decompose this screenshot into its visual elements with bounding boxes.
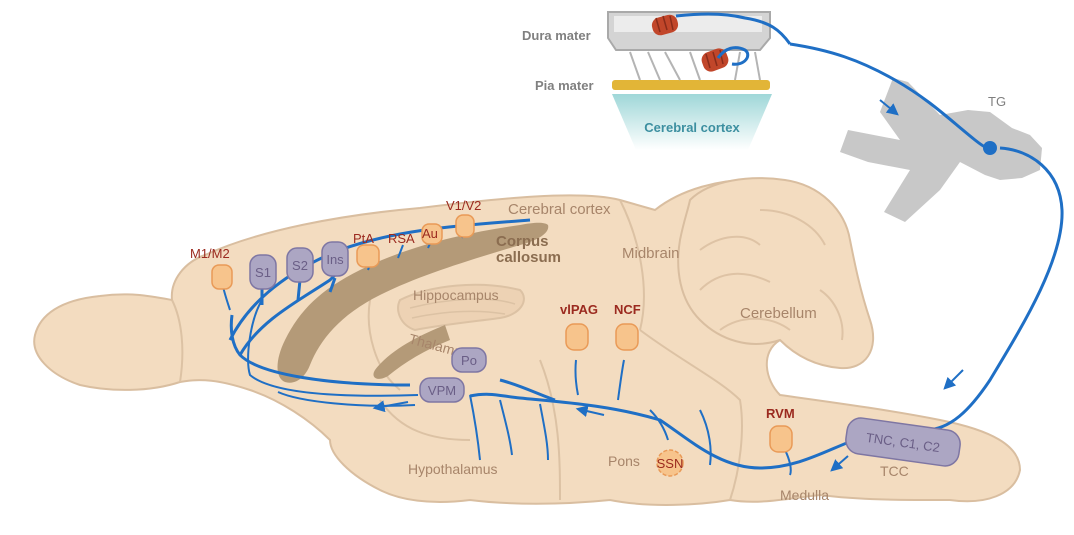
midbrain-label: Midbrain <box>622 245 680 262</box>
ins-label: Ins <box>326 252 344 267</box>
v1v2-label: V1/V2 <box>446 198 481 213</box>
ncf-label: NCF <box>614 302 641 317</box>
v1v2-node <box>456 215 474 237</box>
tg-label: TG <box>988 94 1006 109</box>
pons-label: Pons <box>608 453 640 469</box>
pta-node <box>357 245 379 267</box>
pia-mater-layer <box>612 80 770 90</box>
medulla-label: Medulla <box>780 487 829 503</box>
dura-mater-label: Dura mater <box>522 28 591 43</box>
m1m2-node <box>212 265 232 289</box>
pta-label: PtA <box>353 231 374 246</box>
hypothalamus-label: Hypothalamus <box>408 461 498 477</box>
cerebellum-label: Cerebellum <box>740 305 817 322</box>
hippocampus-label: Hippocampus <box>413 287 499 303</box>
rsa-label: RSA <box>388 231 415 246</box>
rvm-node <box>770 426 792 452</box>
meninges-inset: Cerebral cortex Pia mater Dura mater <box>522 12 772 150</box>
vlpag-node <box>566 324 588 350</box>
branch-s2 <box>298 280 300 300</box>
arrow-to-tcc <box>945 370 963 388</box>
s1-label: S1 <box>255 265 271 280</box>
rvm-label: RVM <box>766 406 795 421</box>
pia-mater-label: Pia mater <box>535 78 594 93</box>
tcc-label: TCC <box>880 463 909 479</box>
vpm-label: VPM <box>428 383 456 398</box>
vlpag-label: vlPAG <box>560 302 598 317</box>
ncf-node <box>616 324 638 350</box>
cortex-label: Cerebral cortex <box>644 120 740 135</box>
au-label: Au <box>422 226 438 241</box>
cerebral-cortex-region-label: Cerebral cortex <box>508 201 611 218</box>
s2-label: S2 <box>292 258 308 273</box>
po-label: Po <box>461 353 477 368</box>
corpus-callosum-label-2: callosum <box>496 249 561 266</box>
ssn-label: SSN <box>657 456 684 471</box>
corpus-callosum-label-1: Corpus <box>496 233 549 250</box>
m1m2-label: M1/M2 <box>190 246 230 261</box>
arachnoid-trabeculae <box>630 52 760 80</box>
